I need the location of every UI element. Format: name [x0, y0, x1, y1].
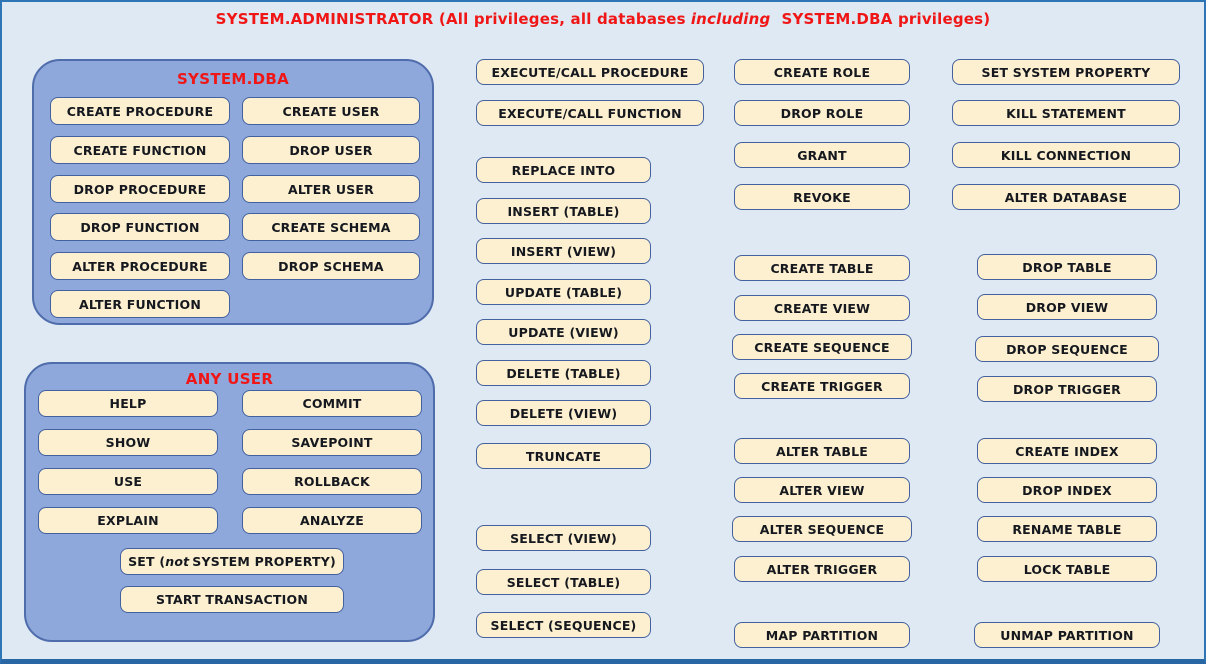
- privilege-drop-procedure: DROP PROCEDURE: [50, 175, 230, 203]
- privilege-create-table: CREATE TABLE: [734, 255, 910, 281]
- group-title-system-dba: SYSTEM.DBA: [176, 70, 290, 88]
- privilege-analyze: ANALYZE: [242, 507, 422, 534]
- diagram-title-part3: SYSTEM.DBA privileges): [781, 10, 991, 28]
- privilege-show: SHOW: [38, 429, 218, 456]
- privilege-replace-into: REPLACE INTO: [476, 157, 651, 183]
- privilege-insert-table: INSERT (TABLE): [476, 198, 651, 224]
- privilege-savepoint: SAVEPOINT: [242, 429, 422, 456]
- diagram-title-part1: SYSTEM.ADMINISTRATOR (All privileges, al…: [215, 10, 686, 28]
- privilege-set-system-property: SET SYSTEM PROPERTY: [952, 59, 1180, 85]
- privilege-create-user: CREATE USER: [242, 97, 420, 125]
- diagram-title-italic: including: [690, 10, 771, 28]
- privilege-revoke: REVOKE: [734, 184, 910, 210]
- privilege-create-sequence: CREATE SEQUENCE: [732, 334, 912, 360]
- privilege-execute-call-procedure: EXECUTE/CALL PROCEDURE: [476, 59, 704, 85]
- privilege-drop-sequence: DROP SEQUENCE: [975, 336, 1159, 362]
- privilege-lock-table: LOCK TABLE: [977, 556, 1157, 582]
- privilege-update-table: UPDATE (TABLE): [476, 279, 651, 305]
- privilege-help: HELP: [38, 390, 218, 417]
- privilege-commit: COMMIT: [242, 390, 422, 417]
- privilege-update-view: UPDATE (VIEW): [476, 319, 651, 345]
- privilege-kill-statement: KILL STATEMENT: [952, 100, 1180, 126]
- privilege-execute-call-function: EXECUTE/CALL FUNCTION: [476, 100, 704, 126]
- privilege-kill-connection: KILL CONNECTION: [952, 142, 1180, 168]
- privilege-map-partition: MAP PARTITION: [734, 622, 910, 648]
- set-label-part3: SYSTEM PROPERTY): [192, 554, 336, 569]
- privilege-create-view: CREATE VIEW: [734, 295, 910, 321]
- privilege-alter-sequence: ALTER SEQUENCE: [732, 516, 912, 542]
- privilege-alter-function: ALTER FUNCTION: [50, 290, 230, 318]
- privilege-create-index: CREATE INDEX: [977, 438, 1157, 464]
- diagram-title: SYSTEM.ADMINISTRATOR (All privileges, al…: [2, 10, 1204, 28]
- privilege-create-trigger: CREATE TRIGGER: [734, 373, 910, 399]
- set-label-italic: not: [165, 554, 190, 569]
- privilege-create-schema: CREATE SCHEMA: [242, 213, 420, 241]
- privilege-drop-index: DROP INDEX: [977, 477, 1157, 503]
- privilege-drop-table: DROP TABLE: [977, 254, 1157, 280]
- privilege-rename-table: RENAME TABLE: [977, 516, 1157, 542]
- privilege-drop-function: DROP FUNCTION: [50, 213, 230, 241]
- privilege-create-procedure: CREATE PROCEDURE: [50, 97, 230, 125]
- privilege-delete-table: DELETE (TABLE): [476, 360, 651, 386]
- privilege-alter-table: ALTER TABLE: [734, 438, 910, 464]
- privilege-select-sequence: SELECT (SEQUENCE): [476, 612, 651, 638]
- privilege-drop-view: DROP VIEW: [977, 294, 1157, 320]
- privilege-drop-trigger: DROP TRIGGER: [977, 376, 1157, 402]
- privilege-alter-trigger: ALTER TRIGGER: [734, 556, 910, 582]
- privilege-explain: EXPLAIN: [38, 507, 218, 534]
- set-label-part1: SET (: [128, 554, 166, 569]
- privilege-select-table: SELECT (TABLE): [476, 569, 651, 595]
- privilege-use: USE: [38, 468, 218, 495]
- privilege-drop-user: DROP USER: [242, 136, 420, 164]
- privilege-select-view: SELECT (VIEW): [476, 525, 651, 551]
- privilege-alter-database: ALTER DATABASE: [952, 184, 1180, 210]
- privilege-start-transaction: START TRANSACTION: [120, 586, 344, 613]
- privilege-insert-view: INSERT (VIEW): [476, 238, 651, 264]
- privilege-drop-schema: DROP SCHEMA: [242, 252, 420, 280]
- privilege-truncate: TRUNCATE: [476, 443, 651, 469]
- privilege-unmap-partition: UNMAP PARTITION: [974, 622, 1160, 648]
- privilege-drop-role: DROP ROLE: [734, 100, 910, 126]
- privilege-create-role: CREATE ROLE: [734, 59, 910, 85]
- privilege-alter-user: ALTER USER: [242, 175, 420, 203]
- privilege-grant: GRANT: [734, 142, 910, 168]
- privilege-alter-procedure: ALTER PROCEDURE: [50, 252, 230, 280]
- privilege-alter-view: ALTER VIEW: [734, 477, 910, 503]
- group-title-any-user: ANY USER: [185, 370, 274, 388]
- privilege-delete-view: DELETE (VIEW): [476, 400, 651, 426]
- privilege-create-function: CREATE FUNCTION: [50, 136, 230, 164]
- privilege-rollback: ROLLBACK: [242, 468, 422, 495]
